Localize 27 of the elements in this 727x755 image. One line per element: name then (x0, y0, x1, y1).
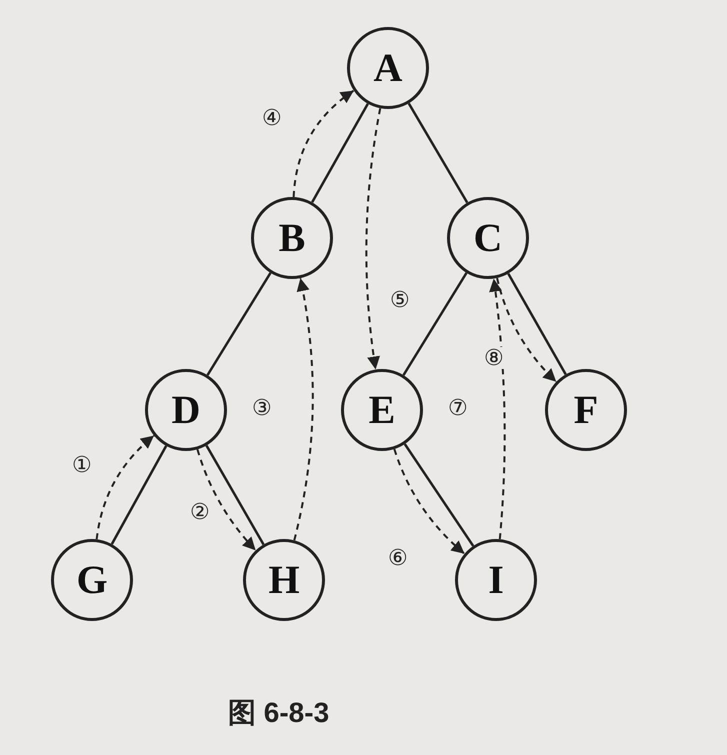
figure-caption: 图 6-8-3 (228, 696, 330, 730)
tree-node: H (243, 539, 325, 621)
thread-arrow (293, 278, 314, 541)
tree-edge (110, 445, 168, 545)
tree-node: C (447, 197, 529, 279)
tree-edge (408, 102, 468, 204)
tree-node: D (145, 369, 227, 451)
tree-node: B (251, 197, 333, 279)
tree-node: G (51, 539, 133, 621)
tree-node: E (341, 369, 423, 451)
tree-edge (205, 444, 265, 546)
tree-edge (206, 272, 272, 376)
edge-label: ⑧ (483, 347, 505, 369)
tree-node: A (347, 27, 429, 109)
tree-edge (402, 272, 468, 376)
thread-arrow (365, 108, 382, 370)
tree-edge (404, 443, 474, 547)
thread-arrow (393, 448, 466, 554)
thread-arrow (196, 449, 256, 552)
thread-arrow (496, 278, 557, 382)
tree-node: I (455, 539, 537, 621)
tree-edge (311, 103, 369, 203)
thread-arrow (292, 90, 354, 198)
thread-arrow (488, 278, 506, 540)
tree-node: F (545, 369, 627, 451)
thread-arrow (96, 434, 155, 540)
tree-edge (507, 273, 567, 375)
